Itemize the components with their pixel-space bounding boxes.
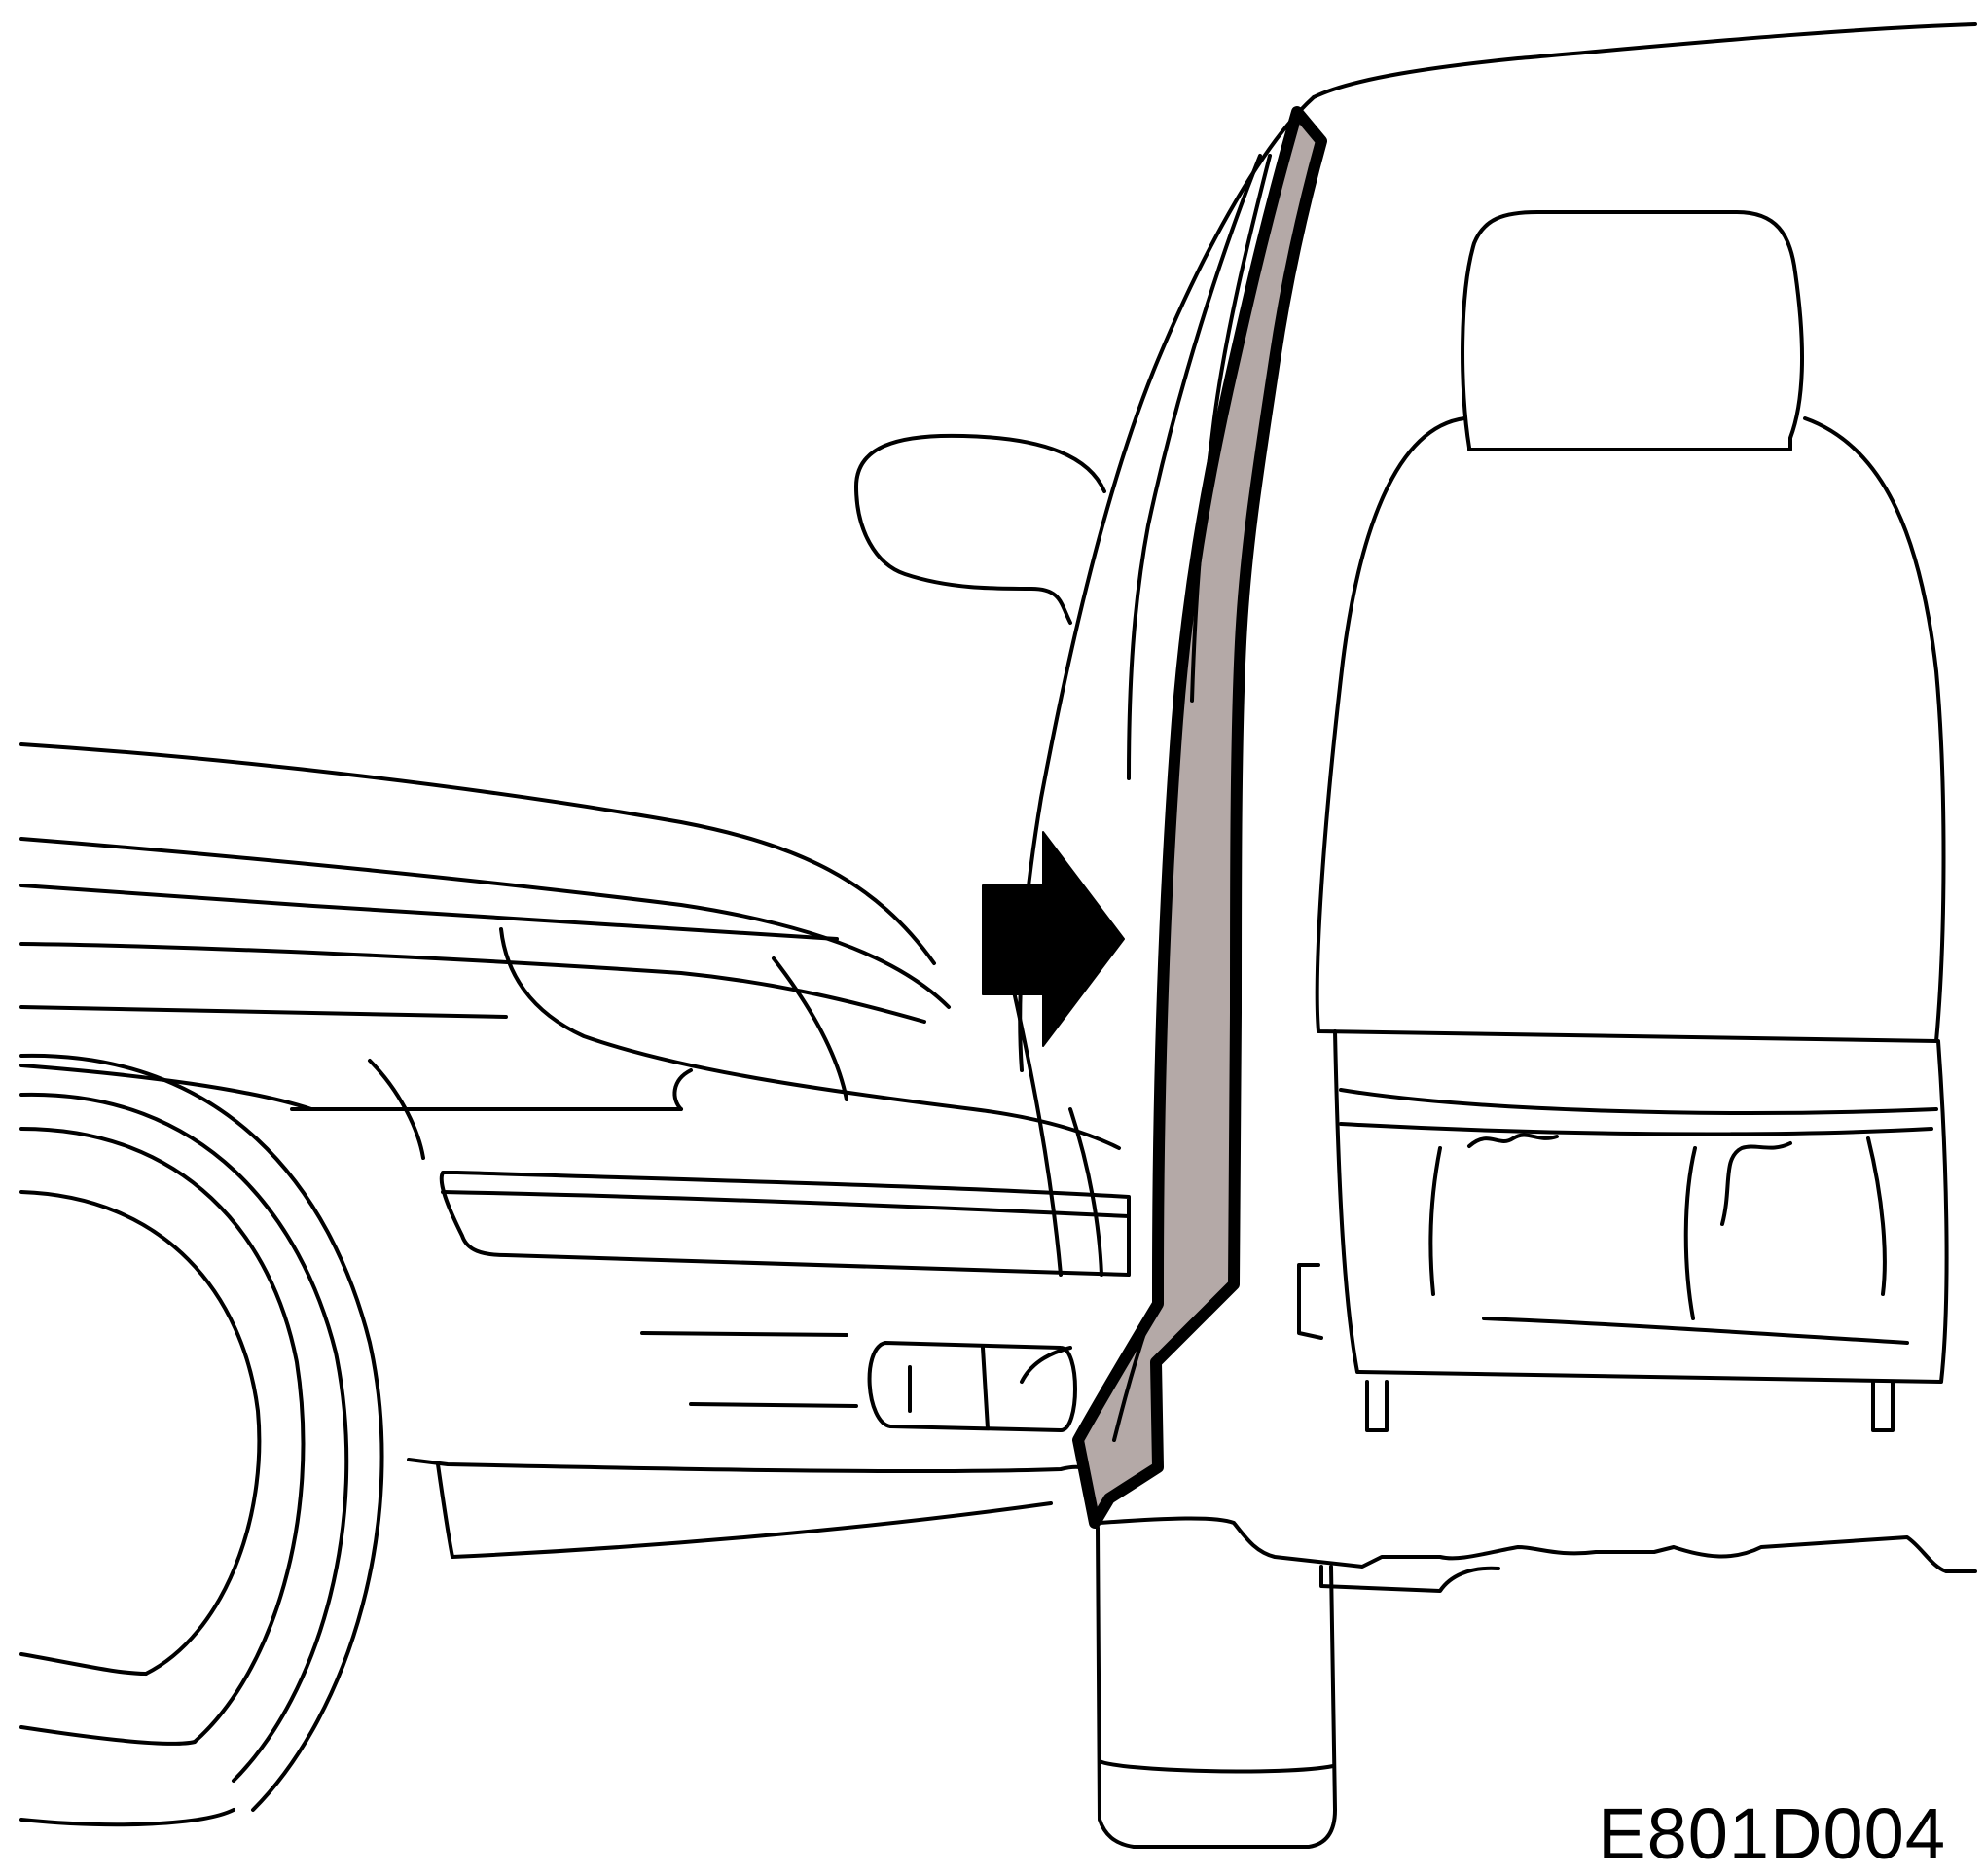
body-line-4 — [19, 942, 926, 1024]
body-line-6 — [19, 1064, 313, 1111]
figure-reference-code: E801D004 — [1598, 1793, 1946, 1874]
a-pillar-trim-inner-edge — [1190, 154, 1272, 703]
side-mirror — [854, 433, 1106, 625]
seat-backrest — [1315, 416, 1946, 1043]
a-pillar-trim-lower-edge — [1112, 1292, 1160, 1442]
front-wheel — [19, 1053, 384, 1827]
hood-line-1 — [19, 742, 936, 965]
bumper-strip — [439, 1171, 1131, 1277]
arrow-right-icon — [982, 831, 1125, 1047]
door-sill-step — [1096, 1526, 1337, 1849]
bumper-lower — [407, 1458, 1097, 1474]
seat-leg-left — [1365, 1380, 1389, 1432]
seat-leg-right — [1871, 1380, 1895, 1432]
seat-back-pocket — [1333, 1029, 1949, 1384]
hood-line-2 — [19, 837, 951, 1009]
body-line-5 — [19, 1005, 508, 1019]
fog-lamp — [867, 1341, 1077, 1432]
seat-adjuster — [1297, 1263, 1323, 1340]
hood-line-3 — [19, 884, 839, 941]
car-front-body — [19, 742, 1131, 1559]
seat — [1297, 210, 1949, 1432]
headlamp-outline — [499, 927, 1121, 1150]
a-pillar-trim-highlight — [1072, 106, 1327, 1529]
seat-headrest — [1461, 210, 1804, 451]
door-sill — [1096, 1516, 1977, 1849]
